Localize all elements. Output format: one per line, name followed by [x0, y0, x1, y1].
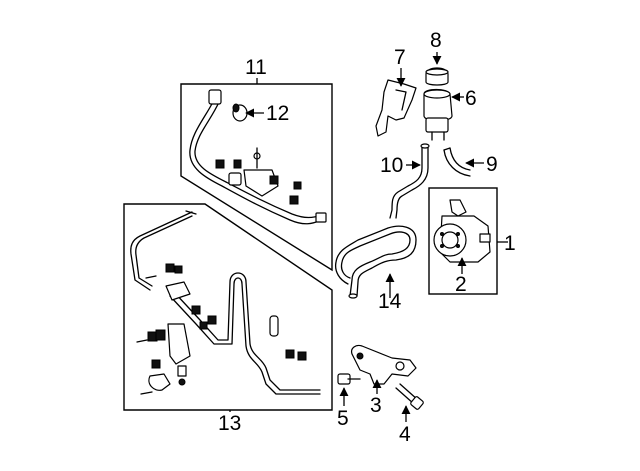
callout-13: 13 [218, 412, 241, 435]
callout-8: 8 [430, 29, 442, 52]
group-box-1 [428, 187, 498, 295]
reservoir-cap [425, 67, 449, 86]
leader-lines [229, 52, 508, 422]
reservoir [423, 88, 453, 141]
callout-12: 12 [266, 102, 289, 125]
hose-14 [334, 225, 417, 299]
callout-9: 9 [486, 153, 498, 176]
reservoir-bracket [375, 79, 417, 137]
pressure-hose [189, 89, 327, 225]
callout-5: 5 [337, 407, 349, 430]
callout-10: 10 [380, 154, 403, 177]
return-line-clips [136, 263, 307, 395]
hose-fitting [232, 103, 248, 122]
callout-2: 2 [455, 273, 467, 296]
suction-hose [389, 143, 430, 219]
callout-6: 6 [465, 87, 477, 110]
callout-1: 1 [504, 232, 516, 255]
power-steering-pump [433, 199, 491, 263]
pump-bracket [351, 344, 417, 385]
bolt-4 [395, 383, 424, 410]
callouts: 1 2 3 4 5 6 7 8 9 10 11 12 13 14 [218, 29, 516, 446]
callout-3: 3 [370, 394, 382, 417]
callout-4: 4 [399, 423, 411, 446]
callout-7: 7 [394, 46, 406, 69]
hose-bracket [215, 147, 302, 205]
group-box-11 [180, 83, 333, 272]
return-hose [443, 147, 471, 177]
return-line-tubes [130, 210, 321, 395]
callout-14: 14 [378, 290, 402, 313]
bolt-5 [337, 373, 361, 385]
group-box-13 [123, 203, 333, 411]
callout-11: 11 [245, 56, 267, 79]
